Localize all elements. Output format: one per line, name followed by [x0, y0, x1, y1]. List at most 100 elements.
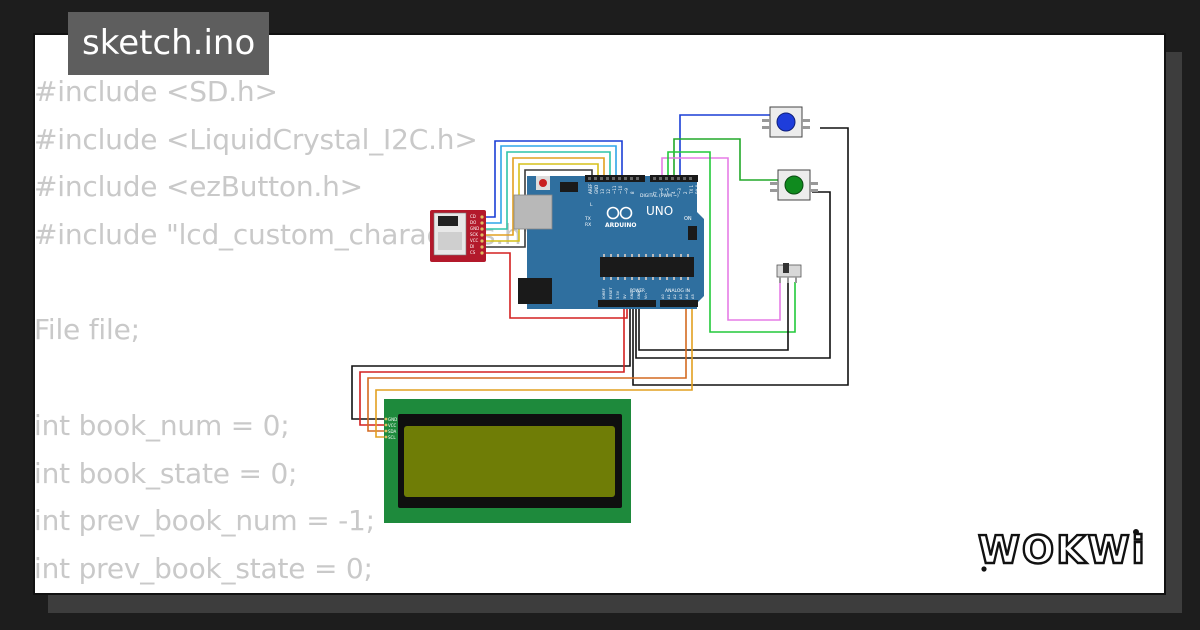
lcd-pin-label: SCL	[388, 435, 396, 440]
code-line: #include <SD.h>	[34, 75, 278, 108]
analog-label: ANALOG IN	[665, 288, 690, 294]
lcd-display[interactable]: GND VCC SDA SCL	[384, 399, 631, 523]
wire-switch-pink	[661, 157, 781, 321]
arduino-logo-icon	[606, 206, 633, 220]
logo-text: WOKWi	[978, 528, 1147, 572]
sd-card-contacts	[438, 232, 462, 250]
arduino-uno[interactable]: UNO ARDUINO DIGITAL (PWM ~) ANALOG IN PO…	[513, 175, 704, 309]
rx-label: RX	[585, 222, 591, 228]
pin-label: Vin	[644, 293, 648, 299]
sd-pin-label: DO	[470, 220, 476, 225]
wire-lcd-scl	[375, 300, 693, 438]
sd-pin-label: CD	[470, 214, 476, 219]
pin-label: A2	[673, 294, 677, 299]
wire-sd-orange	[484, 157, 605, 236]
pin-label: AREF	[588, 183, 593, 194]
wire-button-green	[673, 138, 780, 181]
icsp-right	[688, 226, 697, 240]
pin-label: RESET	[609, 287, 613, 299]
icsp-header	[560, 182, 578, 192]
wire-lcd-gnd	[351, 300, 631, 420]
pin-label: 4	[671, 191, 676, 194]
pin-label: ~11	[612, 185, 617, 194]
header-analog	[660, 300, 698, 307]
l-label: L	[590, 202, 593, 208]
lcd-pin-label: SDA	[388, 429, 397, 434]
pin-label: TX 1	[689, 185, 694, 195]
pin-label: ~6	[659, 188, 664, 194]
pin-label: GND	[637, 291, 641, 299]
arduino-model-label: UNO	[646, 204, 673, 218]
sd-pin-label: SCK	[470, 232, 478, 237]
pin-label: ~3	[677, 188, 682, 194]
reset-button-cap	[539, 179, 547, 187]
pin-label: A1	[667, 294, 671, 299]
wire-lcd-sda	[367, 300, 687, 432]
lcd-screen	[404, 426, 615, 497]
wire-switch-green	[667, 151, 796, 333]
pin-label: 3.3V	[616, 290, 620, 299]
pin-label: 7	[653, 191, 658, 194]
wire-button-green-gnd	[635, 191, 831, 359]
wires	[351, 114, 849, 438]
file-name-tab[interactable]: sketch.ino	[68, 12, 270, 75]
pin-label: GND	[594, 185, 599, 194]
pin-label: 13	[600, 188, 605, 194]
code-line: int book_num = 0;	[34, 408, 290, 442]
lcd-pin-label: GND	[388, 417, 397, 422]
pin-label: ~5	[665, 188, 670, 194]
pushbutton-blue[interactable]	[762, 106, 810, 138]
power-label: POWER	[630, 288, 645, 293]
sd-card-module[interactable]: CD DO GND SCK VCC DI CS	[430, 210, 486, 262]
wokwi-logo-icon: WOKWi	[977, 527, 1147, 573]
pushbutton-blue-cap	[776, 112, 796, 132]
atmega-chip	[600, 257, 694, 277]
pin-label: 5V	[623, 294, 627, 299]
tx-label: TX	[584, 216, 591, 222]
pin-label: RX 0	[695, 184, 700, 194]
code-line: int prev_book_state = 0;	[34, 551, 373, 585]
wire-sd-lightblue	[484, 145, 617, 224]
power-jack	[518, 278, 552, 304]
code-line: File file;	[34, 313, 140, 347]
pin-label: 2	[683, 191, 688, 194]
sd-card-chip	[438, 216, 458, 226]
pin-label: A3	[679, 294, 683, 299]
pushbutton-green[interactable]	[770, 169, 818, 201]
wire-button-blue-gnd	[632, 127, 849, 386]
code-line: int book_state = 0;	[34, 456, 298, 490]
code-line: #include <ezButton.h>	[34, 170, 363, 204]
pin-label: A4	[685, 294, 689, 299]
wire-sd-yellow	[484, 163, 599, 242]
sd-pin-label: GND	[470, 226, 479, 231]
lcd-pin-label: VCC	[388, 423, 397, 428]
sd-pin-label: CS	[470, 250, 476, 255]
wire-switch-gnd	[638, 282, 789, 351]
pushbutton-green-cap	[784, 175, 804, 195]
sd-pin-label: VCC	[470, 238, 479, 243]
wire-sd-black	[484, 169, 593, 248]
code-line: int prev_book_num = -1;	[34, 504, 375, 538]
sd-pin-label: DI	[470, 244, 474, 249]
pin-label: ~9	[624, 188, 629, 194]
wire-sd-cyan	[484, 151, 611, 230]
pin-label: A0	[661, 294, 665, 299]
slide-switch[interactable]	[776, 263, 802, 283]
pin-label: IOREF	[602, 288, 606, 299]
pin-label: 12	[606, 188, 611, 194]
wokwi-logo: WOKWi	[976, 527, 1150, 579]
digital-label: DIGITAL (PWM ~)	[640, 193, 679, 199]
arduino-brand-label: ARDUINO	[605, 222, 636, 229]
pin-label: GND	[630, 291, 634, 299]
header-power	[598, 300, 656, 307]
code-line: #include <LiquidCrystal_I2C.h>	[34, 122, 478, 156]
pin-label: 8	[630, 191, 635, 194]
pin-label: A5	[691, 294, 695, 299]
slide-switch-knob	[783, 263, 789, 273]
wire-sd-red	[484, 252, 628, 319]
pin-label: ~10	[618, 185, 623, 194]
on-label: ON	[684, 216, 692, 222]
usb-connector	[513, 194, 553, 230]
wire-sd-blue	[484, 140, 623, 218]
